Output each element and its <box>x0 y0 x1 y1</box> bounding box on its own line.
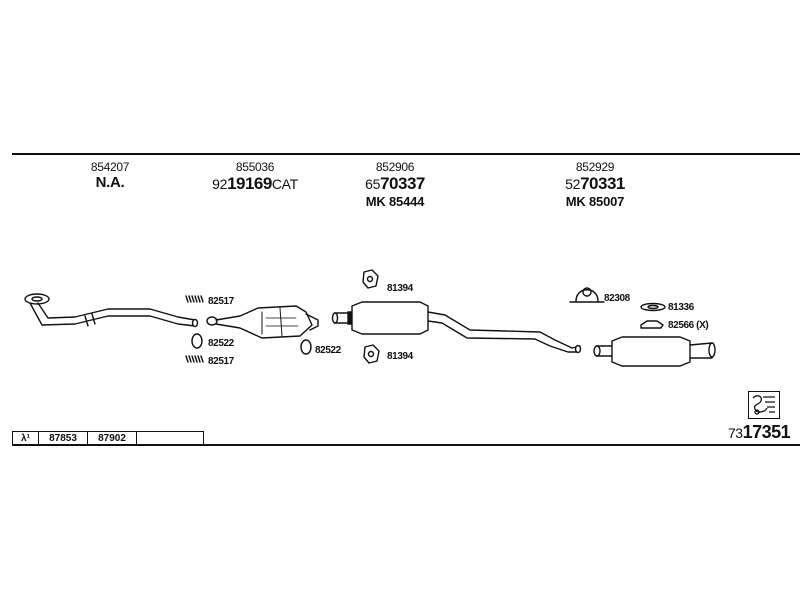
header-divider <box>12 153 800 155</box>
mounting-kit: MK 85444 <box>365 194 425 209</box>
label-u-clamp: 82308 <box>604 293 630 304</box>
drawing-number: 7317351 <box>728 422 791 442</box>
clamp-upper <box>362 269 379 289</box>
label-rubber-hanger: 81336 <box>668 302 694 313</box>
middle-silencer <box>331 301 582 354</box>
part-ref: 5270331 <box>565 174 625 193</box>
footer-divider <box>12 444 800 446</box>
rear-silencer <box>593 336 716 367</box>
lambda-sensor-cell: λ¹ <box>13 432 39 445</box>
manufacturer-logo-icon <box>748 391 780 419</box>
front-pipe <box>24 293 199 328</box>
label-clamp-lower: 81394 <box>387 351 413 362</box>
column-catalyst: 855036 9219169CAT <box>200 160 310 194</box>
bottom-reference-bar: λ¹ 87853 87902 <box>12 431 204 446</box>
part-number: 852906 <box>375 160 415 174</box>
spring-bolt-upper <box>185 295 204 303</box>
u-clamp <box>569 287 605 303</box>
label-spring-lower: 82517 <box>208 356 234 367</box>
gasket-right <box>300 339 312 355</box>
clamp-lower <box>363 344 380 364</box>
mounting-kit: MK 85007 <box>565 194 625 209</box>
label-gasket-right: 82522 <box>315 345 341 356</box>
part-ref: 9219169CAT <box>212 174 298 193</box>
gasket-left <box>191 333 203 349</box>
part-number: 852929 <box>575 160 615 174</box>
label-gasket-left: 82522 <box>208 338 234 349</box>
part-number: 854207 <box>90 160 130 174</box>
spring-bolt-lower <box>185 355 204 363</box>
part-number: 855036 <box>235 160 275 174</box>
sensor-ref-2: 87902 <box>88 432 137 445</box>
heat-shield <box>640 320 664 329</box>
label-spring-upper: 82517 <box>208 296 234 307</box>
column-middle-silencer: 852906 6570337 MK 85444 <box>340 160 450 209</box>
sensor-ref-1: 87853 <box>39 432 88 445</box>
column-rear-silencer: 852929 5270331 MK 85007 <box>540 160 650 209</box>
label-heat-shield: 82566 (X) <box>668 320 709 331</box>
rubber-hanger <box>640 302 666 312</box>
part-ref: N.A. <box>95 174 125 191</box>
column-front-pipe: 854207 N.A. <box>70 160 150 191</box>
label-clamp-upper: 81394 <box>387 283 413 294</box>
part-ref: 6570337 <box>365 174 425 193</box>
catalytic-converter <box>206 305 319 339</box>
